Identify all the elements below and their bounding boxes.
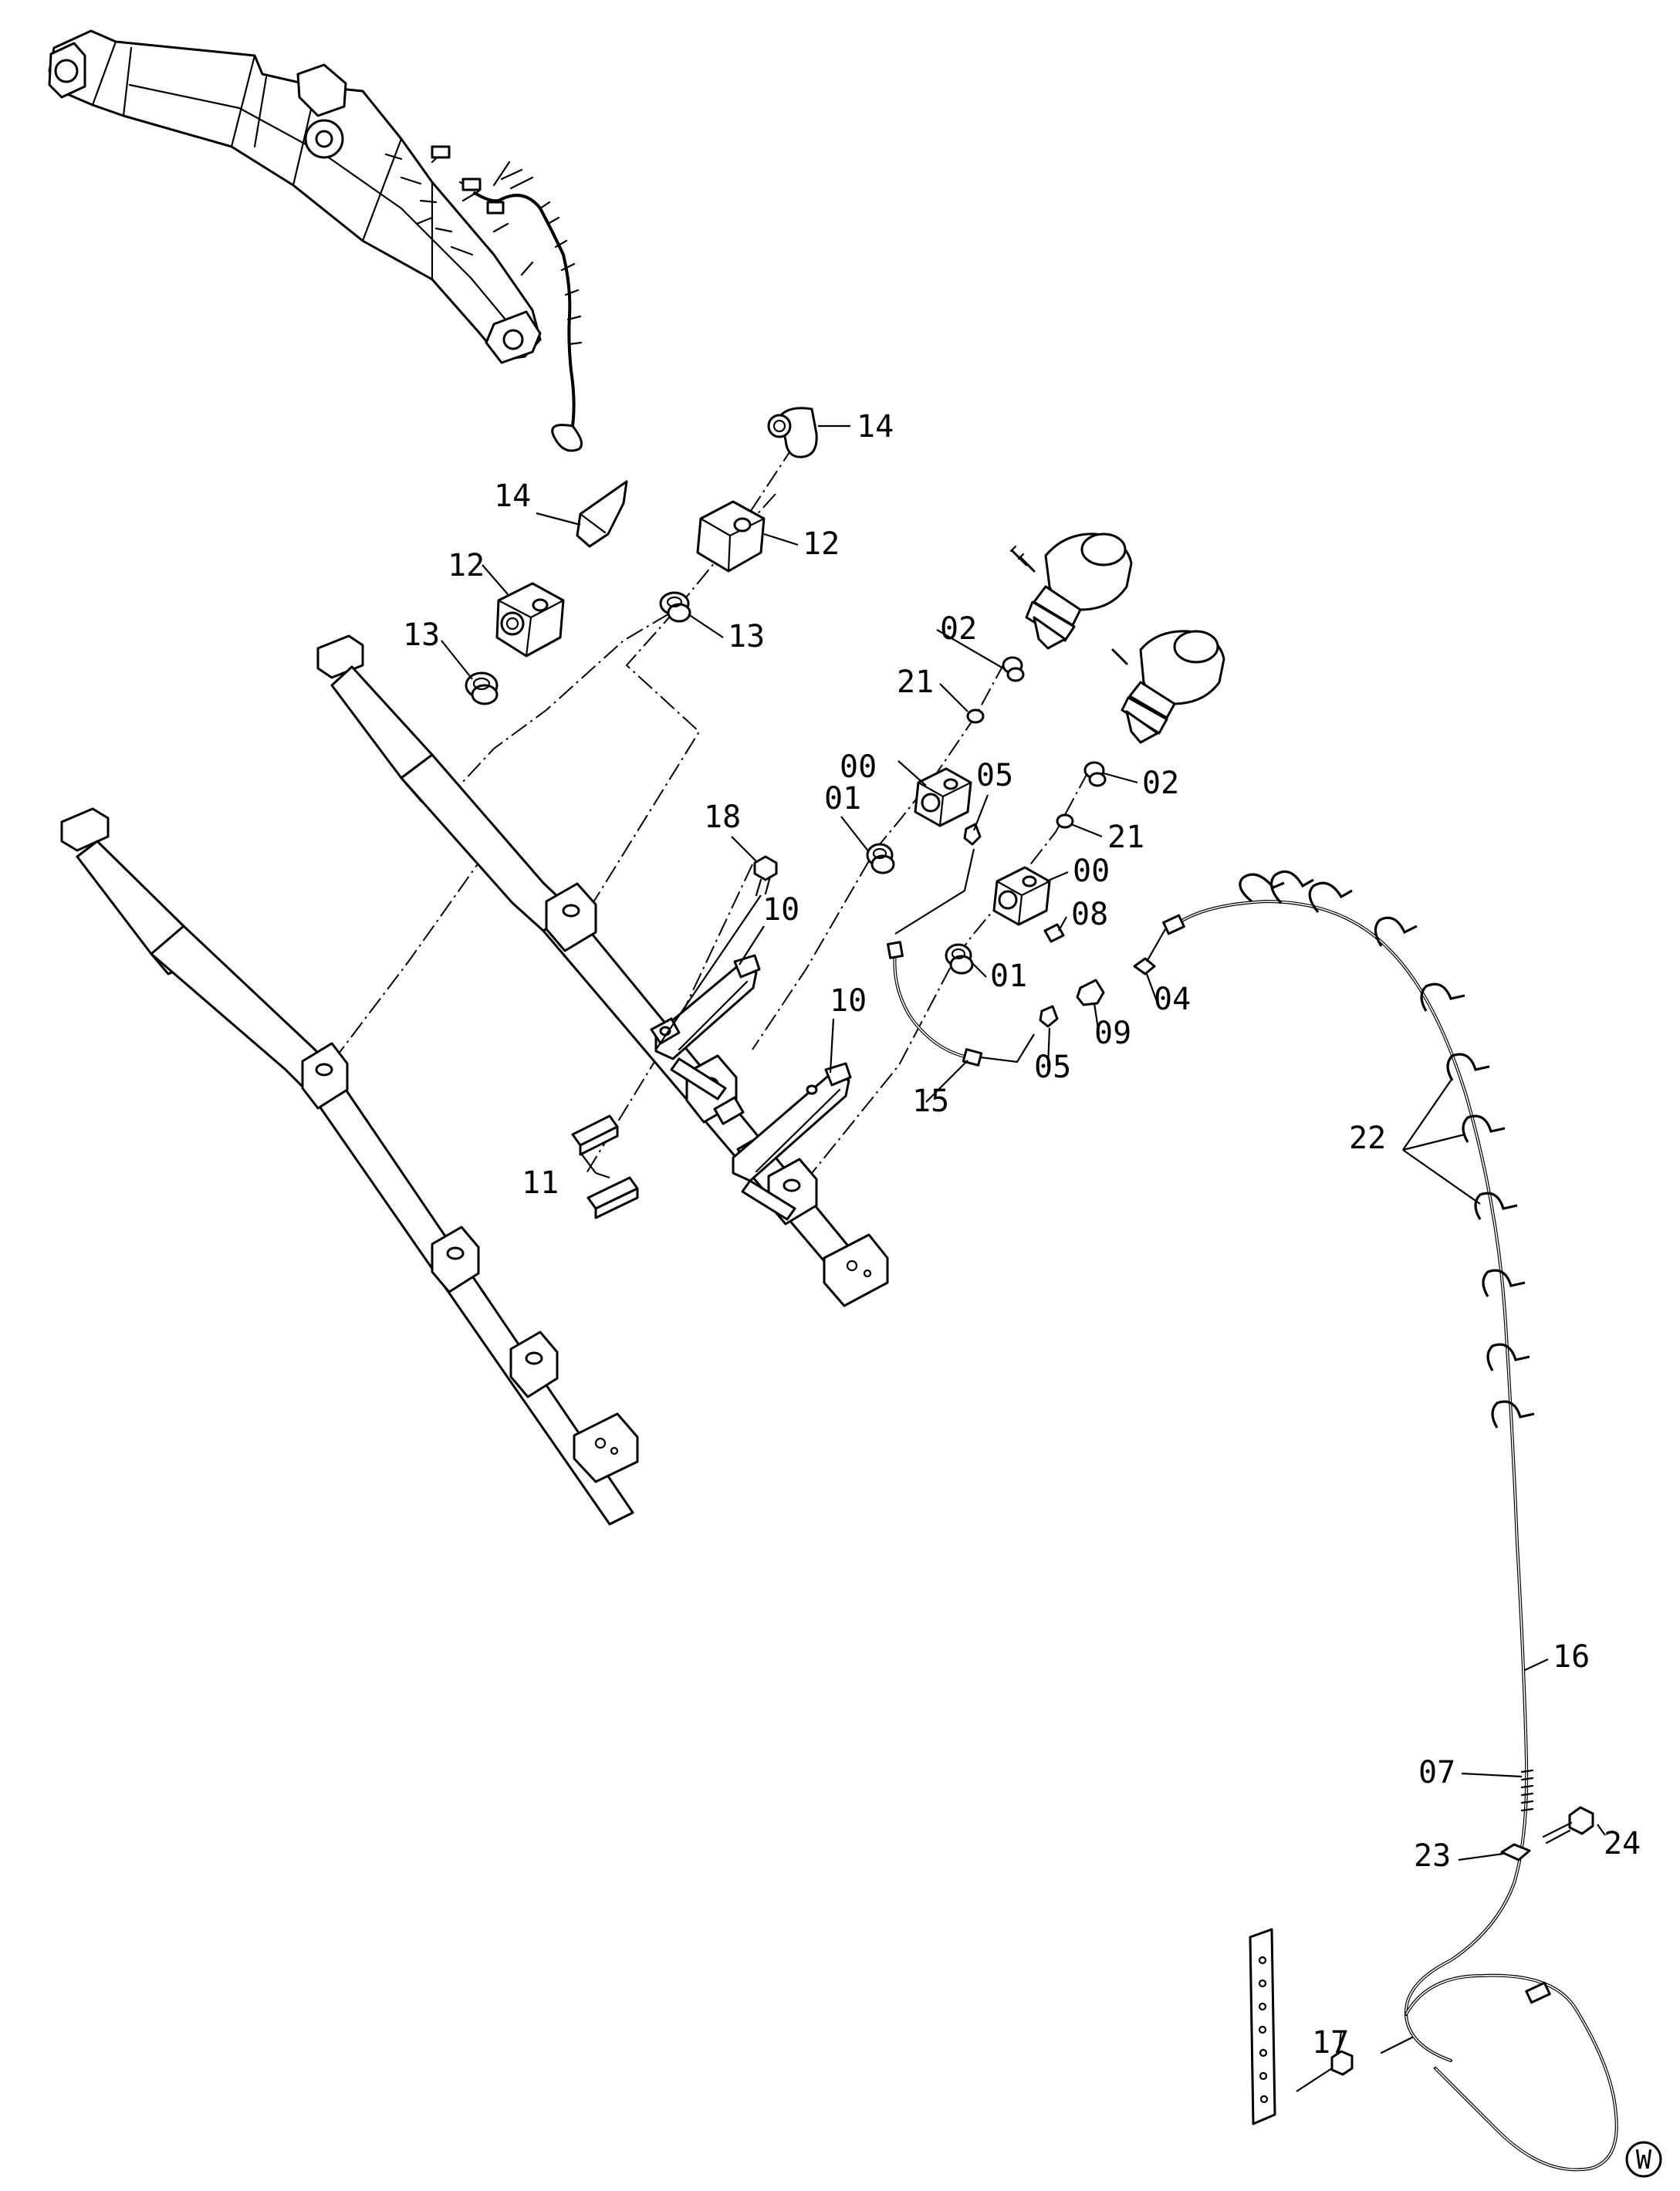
callout-21-lower: 21: [1107, 820, 1144, 855]
bolt-24: [1542, 1806, 1606, 1844]
callout-24: 24: [1604, 1826, 1641, 1861]
block-00-lower: [992, 866, 1051, 926]
callout-16: 16: [1553, 1639, 1590, 1675]
callout-10-lower: 10: [830, 983, 867, 1019]
callout-14-lower: 14: [494, 478, 531, 514]
bracket-10-upper: [650, 954, 761, 1101]
callout-02-upper: 02: [940, 611, 977, 647]
hose-clips-22: [1239, 870, 1535, 1429]
clamp-23: [1458, 1843, 1531, 1861]
callout-13-left: 13: [403, 617, 440, 653]
callout-14-upper: 14: [857, 409, 894, 445]
callout-01-upper: 01: [824, 781, 861, 817]
elbow-05-lower: [1039, 1005, 1059, 1028]
callout-12-lower: 12: [448, 548, 485, 583]
elbow-fitting-14-upper: [767, 407, 818, 458]
fitting-02-upper: [1002, 656, 1025, 682]
adapter-01-upper: [866, 843, 895, 874]
block-12-lower: [495, 582, 565, 658]
nipple-13-right: [659, 591, 691, 623]
mounting-plate: [1249, 1928, 1276, 2125]
callout-00-upper: 00: [840, 749, 877, 785]
callout-10-upper: 10: [762, 892, 799, 928]
grease-pump-upper: [1009, 533, 1133, 650]
middle-cylinder: [316, 634, 889, 1307]
block-00-upper: [914, 767, 972, 827]
nipple-08: [1043, 923, 1065, 943]
callout-13-right: 13: [728, 619, 765, 654]
fitting-02-lower: [1083, 761, 1107, 787]
callout-01-lower: 01: [990, 959, 1027, 994]
o-ring-21-lower: [1056, 813, 1074, 829]
callout-15: 15: [912, 1084, 949, 1119]
hose-15: [887, 848, 1035, 1067]
callout-05-upper: 05: [976, 758, 1013, 793]
callout-11: 11: [522, 1165, 559, 1201]
long-cylinder: [60, 807, 639, 1526]
callout-07: 07: [1418, 1755, 1455, 1790]
callout-08: 08: [1071, 897, 1108, 932]
grease-pump-lower: [1111, 630, 1225, 744]
clamps-11: [571, 1114, 639, 1219]
fitting-17: [1296, 2030, 1354, 2092]
callout-12-upper: 12: [803, 526, 840, 562]
callout-04: 04: [1154, 982, 1191, 1017]
callout-22: 22: [1349, 1121, 1386, 1156]
hose-cover-14-lower: [576, 480, 628, 548]
bracket-10-lower: [732, 1062, 852, 1221]
nipple-13-left: [465, 671, 499, 705]
connector-04: [1133, 957, 1156, 975]
callout-21-upper: 21: [897, 664, 934, 700]
hose-16: [1146, 899, 1618, 2172]
block-12-upper: [696, 500, 766, 573]
o-ring-21-upper: [966, 708, 985, 724]
corner-mark: W: [1625, 2141, 1662, 2178]
callout-leaders: [441, 424, 1549, 1778]
adapter-01-lower: [945, 943, 974, 975]
tee-09: [1076, 979, 1105, 1006]
callout-labels: 14 14 12 12 13 13 02 21 00 05 01 02 18 2…: [403, 409, 1641, 2061]
bolt-18: [655, 855, 778, 1050]
callout-23: 23: [1414, 1838, 1451, 1874]
callout-05-lower: 05: [1034, 1050, 1071, 1085]
callout-17: 17: [1312, 2025, 1349, 2061]
callout-09: 09: [1094, 1016, 1131, 1051]
boom-assembly: [48, 29, 583, 452]
elbow-05-upper: [963, 823, 982, 846]
callout-18: 18: [704, 800, 741, 835]
callout-02-lower: 02: [1142, 766, 1179, 801]
corner-mark-letter: W: [1636, 2145, 1652, 2176]
callout-00-lower: 00: [1073, 854, 1110, 889]
